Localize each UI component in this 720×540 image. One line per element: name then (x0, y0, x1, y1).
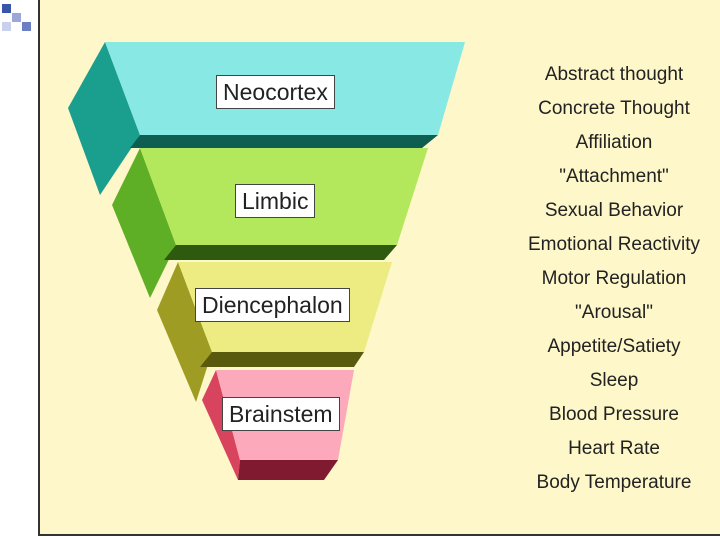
function-item: Blood Pressure (549, 404, 679, 425)
level-label-diencephalon: Diencephalon (195, 288, 350, 322)
level-diencephalon-side (157, 262, 212, 402)
function-item: Heart Rate (568, 438, 660, 459)
function-item: Body Temperature (536, 472, 692, 493)
level-label-neocortex: Neocortex (216, 75, 335, 109)
level-label-limbic: Limbic (235, 184, 316, 218)
function-item: Abstract thought (544, 64, 684, 85)
function-item: Motor Regulation (541, 268, 687, 289)
level-limbic-side (112, 148, 176, 298)
level-label-brainstem: Brainstem (222, 397, 340, 431)
level-diencephalon-base (200, 352, 364, 367)
function-item: "Arousal" (575, 302, 653, 323)
function-item: Appetite/Satiety (547, 336, 681, 357)
functions-list: Abstract thought Concrete Thought Affili… (500, 58, 720, 500)
function-item: "Attachment" (559, 166, 669, 187)
level-limbic-base (164, 245, 397, 260)
function-item: Sleep (589, 370, 639, 391)
corner-squares-decoration (2, 4, 31, 31)
function-item: Emotional Reactivity (527, 234, 701, 255)
function-item: Concrete Thought (538, 98, 690, 119)
function-item: Affiliation (575, 132, 653, 153)
level-brainstem-side (202, 370, 240, 480)
function-item: Sexual Behavior (544, 200, 684, 221)
level-brainstem-base (238, 460, 338, 480)
level-neocortex-side (68, 42, 140, 195)
level-neocortex-base (130, 135, 438, 148)
